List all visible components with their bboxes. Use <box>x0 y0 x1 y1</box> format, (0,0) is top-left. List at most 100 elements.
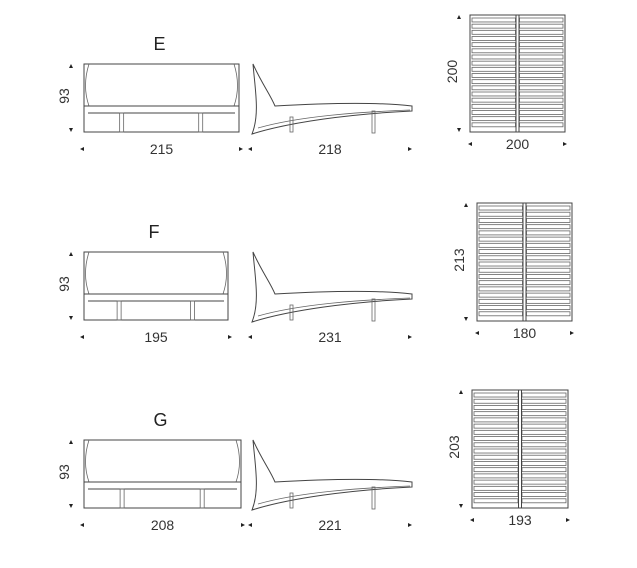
bed-side-profile <box>251 251 413 323</box>
top-length-label: 213 <box>451 248 467 272</box>
slat <box>519 48 564 54</box>
slat <box>473 417 519 423</box>
arrowhead <box>80 335 84 339</box>
front-height-label: 93 <box>56 88 72 104</box>
slat <box>519 116 564 122</box>
slat <box>526 311 571 317</box>
leg <box>371 298 376 322</box>
top-width-label: 193 <box>508 512 532 528</box>
headboard-curve-right <box>233 63 238 107</box>
slat <box>473 392 519 398</box>
slat <box>526 236 571 242</box>
slat <box>473 423 519 429</box>
slat <box>478 205 523 211</box>
leg <box>289 304 294 321</box>
slat <box>478 298 523 304</box>
leg <box>371 110 376 134</box>
variant-letter: F <box>149 222 160 242</box>
headboard-curve-right <box>235 439 240 483</box>
slat <box>478 292 523 298</box>
variant-letter: E <box>153 34 165 54</box>
front-width-label: 215 <box>150 141 174 157</box>
front-height-label: 93 <box>56 276 72 292</box>
leg <box>199 488 205 509</box>
slat <box>473 485 519 491</box>
side-length-label: 221 <box>318 517 342 533</box>
side-length-label: 231 <box>318 329 342 345</box>
slat <box>519 42 564 48</box>
slat <box>526 274 571 279</box>
slat <box>471 103 516 109</box>
slat <box>526 211 571 217</box>
bed-side-profile <box>251 439 413 511</box>
arrowhead <box>470 518 474 522</box>
slat <box>471 97 516 103</box>
arrowhead <box>563 142 567 146</box>
slat <box>478 280 523 286</box>
slat <box>521 498 567 504</box>
slat <box>521 461 567 466</box>
slat <box>519 29 564 35</box>
slat <box>521 429 567 435</box>
slat <box>478 274 523 279</box>
slat <box>526 218 571 223</box>
arrowhead <box>464 203 468 207</box>
side-detail-line <box>257 297 411 317</box>
slat <box>473 436 519 441</box>
slat <box>473 405 519 410</box>
slat <box>478 224 523 230</box>
slat <box>471 73 516 78</box>
slat <box>473 498 519 504</box>
slat <box>519 36 564 41</box>
arrowhead <box>468 142 472 146</box>
headboard-curve-right <box>222 251 227 295</box>
arrowhead <box>457 15 461 19</box>
slat <box>526 224 571 230</box>
leg <box>119 488 125 509</box>
slat <box>521 454 567 460</box>
arrowhead <box>69 316 73 320</box>
headboard-outline <box>83 251 229 321</box>
center-rail <box>522 202 527 322</box>
arrowhead <box>459 504 463 508</box>
slat <box>519 23 564 29</box>
slat <box>521 436 567 441</box>
leg <box>198 112 204 133</box>
slat <box>473 442 519 448</box>
side-view: 218 <box>248 63 413 157</box>
slat <box>519 97 564 103</box>
arrowhead <box>464 317 468 321</box>
slat <box>526 305 571 310</box>
slat <box>473 492 519 497</box>
arrowhead <box>69 128 73 132</box>
arrowhead <box>566 518 570 522</box>
slat <box>521 398 567 404</box>
slat <box>521 392 567 398</box>
slat <box>519 91 564 97</box>
slat <box>471 85 516 91</box>
slat <box>473 473 519 479</box>
slat <box>471 91 516 97</box>
slat <box>478 267 523 273</box>
slat <box>526 242 571 248</box>
arrowhead <box>241 523 245 527</box>
slat <box>521 405 567 410</box>
slat <box>526 267 571 273</box>
leg <box>289 116 294 133</box>
slat <box>519 103 564 109</box>
center-rail <box>515 14 520 133</box>
slat <box>473 479 519 485</box>
slat <box>519 17 564 23</box>
front-width-label: 195 <box>144 329 168 345</box>
slat <box>521 492 567 497</box>
center-rail <box>518 389 522 509</box>
slat <box>471 116 516 122</box>
slat <box>526 249 571 254</box>
arrowhead <box>69 252 73 256</box>
